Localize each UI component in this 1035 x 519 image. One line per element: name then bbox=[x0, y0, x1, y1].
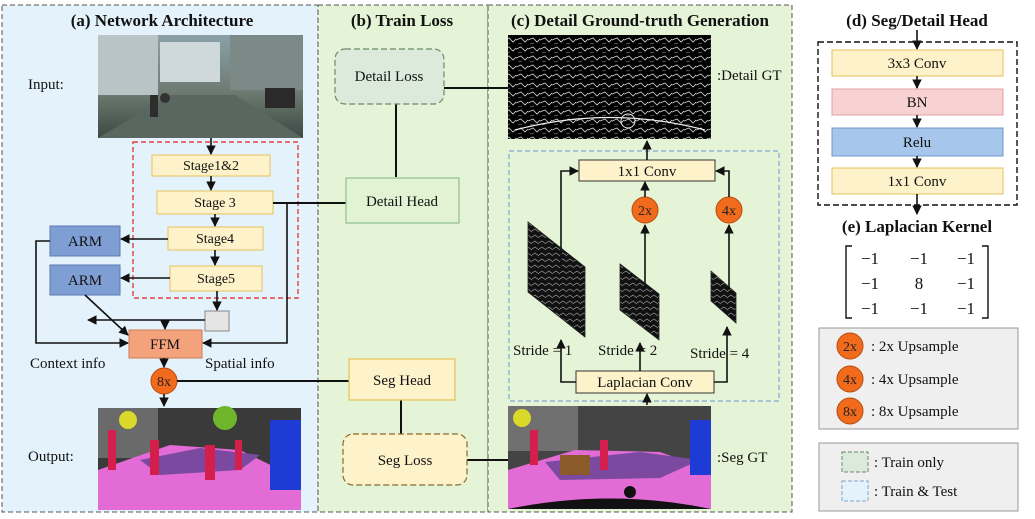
kernel-r0c2: −1 bbox=[957, 249, 975, 268]
kernel-r0c1: −1 bbox=[910, 249, 928, 268]
upsample-2x-label: 2x bbox=[638, 204, 652, 219]
feature-map-stride4 bbox=[710, 270, 737, 324]
seg-gt-image bbox=[508, 406, 711, 509]
backbone-region bbox=[132, 141, 299, 299]
conv3x3-label: 3x3 Conv bbox=[888, 56, 947, 72]
legend-2x-text: : 2x Upsample bbox=[871, 339, 959, 355]
edge-arm-bottom-to-ffm bbox=[84, 294, 129, 336]
feature-map-stride1 bbox=[527, 221, 586, 338]
edge-arm-top-to-ffm bbox=[35, 240, 129, 348]
detail-head-block bbox=[345, 177, 460, 224]
seg-head-block bbox=[348, 358, 456, 401]
legend-train-only-text: : Train only bbox=[874, 455, 945, 471]
panel-d-title: (d) Seg/Detail Head bbox=[846, 11, 988, 30]
legend-train-only-swatch bbox=[841, 451, 869, 473]
legend-2x-symbol: 2x bbox=[843, 340, 857, 355]
output-label: Output: bbox=[28, 449, 74, 465]
kernel-bracket-left bbox=[845, 245, 852, 319]
legend-train-test-text: : Train & Test bbox=[874, 484, 958, 500]
laplacian-conv-label: Laplacian Conv bbox=[597, 375, 693, 391]
legend-2x-icon bbox=[836, 332, 864, 360]
legend-8x-icon bbox=[836, 397, 864, 425]
legend-4x-icon bbox=[836, 365, 864, 393]
stride4-label: Stride = 4 bbox=[690, 346, 750, 362]
arm-top-label: ARM bbox=[68, 234, 102, 250]
kernel-r1c2: −1 bbox=[957, 274, 975, 293]
stage4-label: Stage4 bbox=[196, 232, 234, 247]
panel-e-title: (e) Laplacian Kernel bbox=[842, 217, 992, 236]
stage3-label: Stage 3 bbox=[194, 196, 236, 211]
stride1-label: Stride = 1 bbox=[513, 343, 572, 359]
relu-block bbox=[831, 127, 1004, 157]
upsample-4x-label: 4x bbox=[722, 204, 736, 219]
kernel-r2c1: −1 bbox=[910, 299, 928, 318]
input-street-photo bbox=[98, 35, 303, 138]
seg-gt-label: :Seg GT bbox=[717, 450, 767, 466]
context-info-label: Context info bbox=[30, 356, 105, 372]
panel-b-title: (b) Train Loss bbox=[351, 11, 454, 30]
detail-loss-block bbox=[334, 48, 445, 105]
stage5-block bbox=[169, 265, 263, 292]
global-pool-block bbox=[204, 310, 230, 332]
detail-gt-label: :Detail GT bbox=[717, 68, 782, 84]
arm-bottom-label: ARM bbox=[68, 273, 102, 289]
panel-a-title: (a) Network Architecture bbox=[71, 11, 254, 30]
seg-loss-label: Seg Loss bbox=[378, 453, 433, 469]
panel-c-title: (c) Detail Ground-truth Generation bbox=[511, 11, 770, 30]
seg-head-label: Seg Head bbox=[373, 373, 431, 389]
kernel-r0c0: −1 bbox=[861, 249, 879, 268]
input-label: Input: bbox=[28, 77, 64, 93]
kernel-r1c1: 8 bbox=[915, 274, 924, 293]
legend-8x-symbol: 8x bbox=[843, 405, 857, 420]
kernel-r2c2: −1 bbox=[957, 299, 975, 318]
edge-laplacian-to-stride1 bbox=[556, 339, 576, 383]
conv1x1-head-label: 1x1 Conv bbox=[888, 174, 947, 190]
kernel-r2c0: −1 bbox=[861, 299, 879, 318]
relu-label: Relu bbox=[903, 135, 932, 151]
legend-train-test-swatch bbox=[841, 480, 869, 502]
conv3x3-block bbox=[831, 49, 1004, 77]
edge-laplacian-to-stride4 bbox=[714, 326, 732, 383]
spatial-info-label: Spatial info bbox=[205, 356, 275, 372]
bn-block bbox=[831, 88, 1004, 116]
feature-map-stride2 bbox=[619, 263, 660, 341]
arm-bottom-block bbox=[49, 264, 121, 296]
arm-top-block bbox=[49, 225, 121, 257]
conv1x1-gt-label: 1x1 Conv bbox=[618, 164, 677, 180]
kernel-r1c0: −1 bbox=[861, 274, 879, 293]
ffm-label: FFM bbox=[150, 337, 180, 353]
legend-4x-symbol: 4x bbox=[843, 373, 857, 388]
upsample-8x-label: 8x bbox=[157, 375, 171, 390]
detail-gt-image bbox=[508, 35, 711, 139]
kernel-bracket-right bbox=[982, 245, 989, 319]
output-segmentation-map bbox=[98, 406, 301, 510]
legend-8x-text: : 8x Upsample bbox=[871, 404, 959, 420]
detail-loss-label: Detail Loss bbox=[355, 69, 424, 85]
legend-4x-text: : 4x Upsample bbox=[871, 372, 959, 388]
stride2-label: Stride = 2 bbox=[598, 343, 657, 359]
detail-head-label: Detail Head bbox=[366, 194, 439, 210]
edge-4x-to-conv1x1 bbox=[715, 166, 730, 197]
stage12-label: Stage1&2 bbox=[183, 159, 239, 174]
stage5-label: Stage5 bbox=[197, 272, 235, 287]
ffm-block bbox=[128, 329, 203, 359]
edge-stride1-to-conv1x1 bbox=[560, 166, 579, 268]
seg-loss-block bbox=[342, 433, 468, 486]
gt-generation-region bbox=[508, 150, 780, 402]
bn-label: BN bbox=[907, 95, 928, 111]
